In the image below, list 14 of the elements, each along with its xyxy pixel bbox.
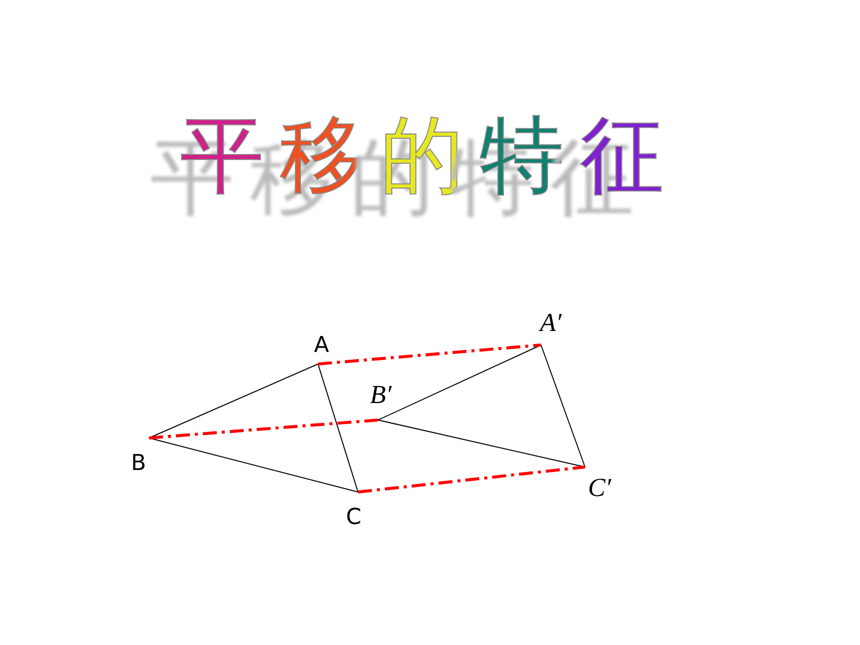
point-label: C xyxy=(346,506,362,530)
triangle-side xyxy=(540,344,586,468)
point-label: A′ xyxy=(540,311,562,335)
title: 平移的特征 xyxy=(179,105,681,206)
translation-line xyxy=(318,344,542,366)
translation-line xyxy=(148,418,378,440)
triangle-side xyxy=(318,364,358,492)
point-label: B′ xyxy=(370,383,392,407)
point-label: A xyxy=(314,334,330,358)
point-label: C′ xyxy=(588,476,612,500)
translation-line xyxy=(358,466,586,494)
triangle-side xyxy=(148,364,318,438)
triangle-side xyxy=(378,344,542,420)
point-label: B xyxy=(131,452,146,476)
